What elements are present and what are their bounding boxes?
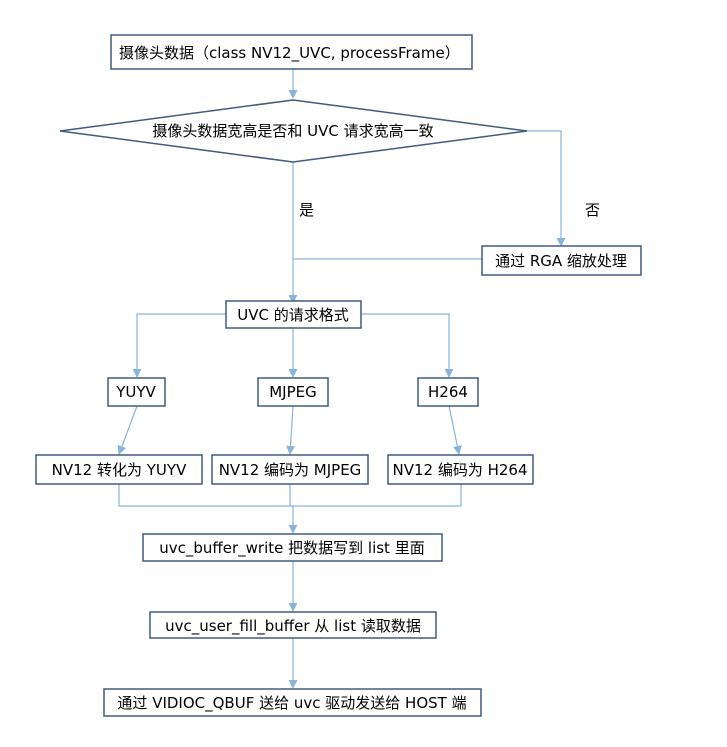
yes-label: 是 — [299, 201, 314, 219]
qbuf-label: 通过 VIDIOC_QBUF 送给 uvc 驱动发送给 HOST 端 — [117, 694, 466, 713]
h264-encode-label: NV12 编码为 H264 — [392, 461, 527, 479]
mjpeg-format-box: MJPEG — [257, 377, 329, 407]
start-label: 摄像头数据（class NV12_UVC, processFrame） — [119, 44, 460, 63]
connectors — [117, 69, 566, 689]
buffer-write-box: uvc_buffer_write 把数据写到 list 里面 — [142, 533, 443, 562]
start-box: 摄像头数据（class NV12_UVC, processFrame） — [110, 34, 473, 70]
format-check-label: UVC 的请求格式 — [237, 306, 348, 324]
arrow-no-branch — [527, 130, 566, 247]
format-check-box: UVC 的请求格式 — [225, 300, 362, 329]
rga-process-label: 通过 RGA 缩放处理 — [495, 252, 627, 270]
mjpeg-format-label: MJPEG — [269, 383, 317, 401]
yuyv-convert-label: NV12 转化为 YUYV — [52, 461, 187, 479]
arrow-to-yuyv — [132, 313, 226, 378]
arrow-h264-to-encode — [448, 405, 462, 455]
fill-buffer-label: uvc_user_fill_buffer 从 list 读取数据 — [165, 617, 421, 636]
arrow-mjpeg-to-encode — [286, 405, 295, 455]
h264-format-label: H264 — [428, 383, 468, 401]
mjpeg-encode-label: NV12 编码为 MJPEG — [219, 461, 362, 479]
buffer-write-label: uvc_buffer_write 把数据写到 list 里面 — [159, 539, 424, 558]
yuyv-convert-box: NV12 转化为 YUYV — [35, 454, 203, 485]
decision-diamond: 摄像头数据宽高是否和 UVC 请求宽高一致 — [59, 99, 528, 163]
h264-format-box: H264 — [417, 377, 479, 407]
yuyv-format-label: YUYV — [115, 383, 156, 401]
yuyv-format-box: YUYV — [107, 377, 166, 407]
arrow-to-h264 — [361, 313, 454, 378]
arrow-yuyv-to-convert — [117, 405, 138, 455]
h264-encode-box: NV12 编码为 H264 — [387, 454, 534, 485]
decision-label: 摄像头数据宽高是否和 UVC 请求宽高一致 — [152, 122, 433, 140]
rga-process-box: 通过 RGA 缩放处理 — [481, 245, 642, 276]
mjpeg-encode-box: NV12 编码为 MJPEG — [211, 454, 369, 485]
fill-buffer-box: uvc_user_fill_buffer 从 list 读取数据 — [149, 611, 437, 639]
qbuf-box: 通过 VIDIOC_QBUF 送给 uvc 驱动发送给 HOST 端 — [103, 688, 482, 717]
no-label: 否 — [585, 201, 600, 219]
